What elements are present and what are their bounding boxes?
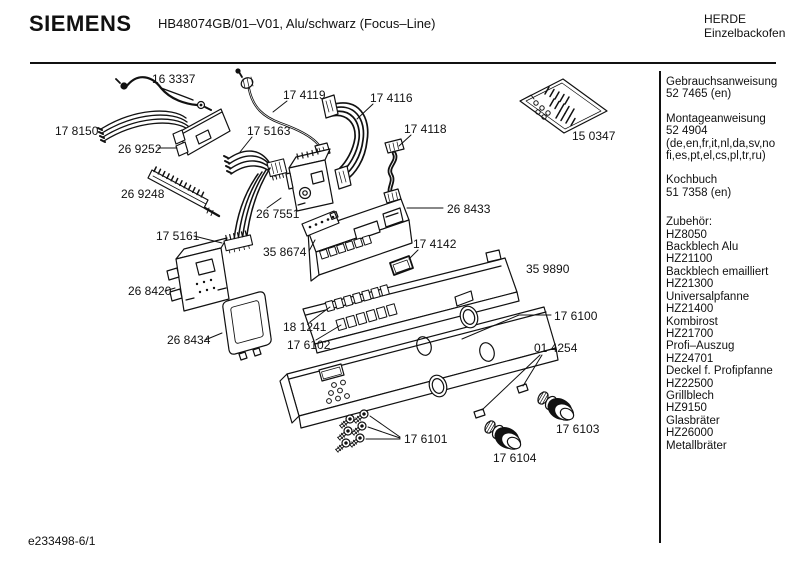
part-label-176101: 17 6101 [404, 432, 448, 446]
product-category: HERDE [704, 12, 747, 26]
part-label-268420: 26 8420 [128, 284, 172, 298]
part-label-267551: 26 7551 [256, 207, 300, 221]
part-label-175161: 17 5161 [156, 229, 200, 243]
part-label-358674: 35 8674 [263, 245, 307, 259]
part-label-175163: 17 5163 [247, 124, 291, 138]
accessory-code: HZ21400 [666, 303, 714, 316]
part-drawing-harness-163337 [115, 76, 212, 111]
accessory-name: Kombirost [666, 315, 718, 328]
document-title: Kochbuch [666, 174, 718, 187]
document-entry-kochbuch: Kochbuch 51 7358 (en) [666, 174, 792, 199]
part-drawing-screw-bag-150347 [519, 78, 608, 134]
document-number: 52 7465 (en) [666, 88, 732, 101]
part-label-174118: 17 4118 [404, 122, 447, 136]
part-label-176100: 17 6100 [554, 309, 598, 323]
part-label-268434: 26 8434 [167, 333, 211, 347]
accessory-code: HZ21100 [666, 253, 713, 266]
part-label-014254: 01 4254 [534, 341, 578, 355]
part-drawing-ribbon-174116 [321, 94, 369, 190]
part-drawing-power-board-269252 [172, 108, 231, 157]
part-label-176102: 17 6102 [287, 338, 331, 352]
part-drawing-cable-175161 [223, 167, 271, 254]
part-label-178150: 17 8150 [55, 124, 99, 138]
part-drawing-button-row-181241 [324, 284, 390, 313]
document-title: Montageanweisung [666, 112, 766, 125]
part-drawing-frame-268434 [222, 291, 272, 361]
accessory-code: HZ8050 [666, 228, 707, 241]
part-label-268433: 26 8433 [447, 202, 491, 216]
part-label-174119: 17 4119 [283, 88, 326, 102]
accessory-code: HZ21700 [666, 327, 714, 340]
accessory-name: Profi–Auszug [666, 340, 735, 353]
part-drawing-cable-174119 [235, 68, 331, 157]
part-drawing-button-row-176102 [335, 303, 398, 332]
accessory-code: HZ24701 [666, 352, 714, 365]
part-label-174142: 17 4142 [413, 237, 457, 251]
info-sidebar: Gebrauchsanweisung 52 7465 (en) Montagea… [666, 76, 792, 452]
accessory-code: HZ9150 [666, 402, 707, 415]
accessory-name: Grillblech [666, 389, 714, 402]
part-drawing-ribbon-174118 [383, 138, 405, 204]
product-category-block: HERDE Einzelbackofen [704, 12, 786, 40]
part-label-150347: 15 0347 [572, 129, 616, 143]
part-labels: 16 3337 17 8150 26 9252 26 9248 17 4119 … [55, 72, 616, 465]
part-label-269248: 26 9248 [121, 187, 165, 201]
sidebar-divider [659, 71, 661, 543]
document-number: 51 7358 (en) [666, 186, 732, 199]
part-drawing-module-268420 [166, 237, 230, 312]
header-divider [30, 62, 776, 64]
part-drawing-terminal-block-269248 [147, 166, 221, 218]
accessory-code: HZ21300 [666, 278, 714, 291]
document-number: 52 4904 [666, 125, 708, 138]
document-entry-gebrauchsanweisung: Gebrauchsanweisung 52 7465 (en) [666, 76, 792, 101]
part-label-359890: 35 9890 [526, 262, 570, 276]
model-title: HB48074GB/01–V01, Alu/schwarz (Focus–Lin… [158, 16, 436, 31]
part-drawing-display-window-174142 [389, 255, 414, 276]
part-label-163337: 16 3337 [152, 72, 196, 86]
accessory-name: Glasbräter [666, 414, 720, 427]
part-label-269252: 26 9252 [118, 142, 162, 156]
accessory-name: Metallbräter [666, 439, 727, 452]
part-drawing-knob-176103 [537, 391, 575, 421]
document-entry-montageanweisung: Montageanweisung 52 4904 (de,en,fr,it,nl… [666, 113, 792, 163]
document-languages-2: fi,es,pt,el,cs,pl,tr,ru) [666, 150, 766, 163]
part-drawing-clips-014254 [473, 383, 529, 419]
part-drawing-knob-176104 [484, 420, 522, 450]
part-drawing-screws-176101 [335, 409, 369, 453]
drawing-number: e233498-6/1 [28, 534, 96, 548]
document-title: Gebrauchsanweisung [666, 76, 778, 88]
accessory-name: Backblech Alu [666, 241, 739, 254]
accessories-title: Zubehör: [666, 216, 713, 229]
accessory-name: Universalpfanne [666, 290, 750, 303]
part-label-181241: 18 1241 [283, 320, 327, 334]
part-drawing-module-267551 [285, 148, 334, 212]
part-drawing-front-panel-176100 [279, 305, 559, 429]
part-label-176103: 17 6103 [556, 422, 600, 436]
leader-lines [157, 100, 552, 440]
accessory-code: HZ26000 [666, 427, 714, 440]
part-drawing-wires-175163 [223, 150, 288, 181]
part-drawing-led-strip-358674 [301, 210, 340, 237]
part-drawing-wires-178150 [97, 110, 190, 143]
accessory-code: HZ22500 [666, 377, 714, 390]
accessory-name: Backblech emailliert [666, 265, 769, 278]
brand-logo: SIEMENS [29, 11, 132, 36]
document-languages-1: (de,en,fr,it,nl,da,sv,no [666, 137, 776, 150]
part-label-176104: 17 6104 [493, 451, 537, 465]
product-subcategory: Einzelbackofen [704, 25, 786, 40]
part-label-174116: 17 4116 [370, 91, 413, 105]
part-drawing-display-module-268433 [307, 198, 413, 282]
accessory-name: Deckel f. Profipfanne [666, 365, 773, 378]
